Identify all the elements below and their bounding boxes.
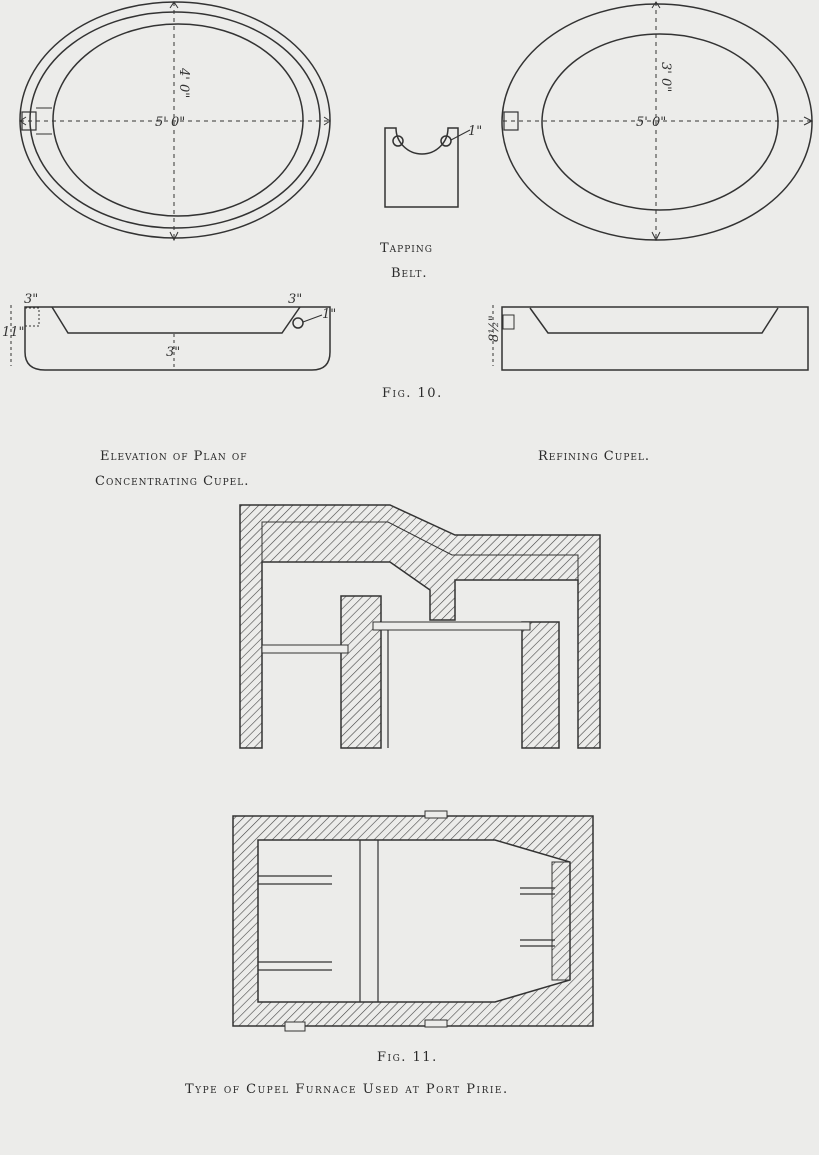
belt-label: Belt. bbox=[391, 266, 428, 281]
furnace-elevation bbox=[239, 504, 601, 749]
refining-cupel-elevation bbox=[492, 305, 809, 371]
dim-left-width: 4' 0" bbox=[176, 67, 191, 98]
tapping-belt bbox=[384, 127, 471, 208]
concentrating-cupel-label-line1: Elevation of Plan of bbox=[100, 449, 248, 464]
dim-elev-top-left: 3" bbox=[24, 292, 38, 307]
dim-elev-top-right: 3" bbox=[288, 292, 302, 307]
tapping-label: Tapping bbox=[380, 241, 433, 256]
dim-left-length: 5' 0" bbox=[155, 115, 185, 130]
furnace-plan bbox=[232, 810, 594, 1032]
dim-right-elev-height: 8½" bbox=[487, 315, 502, 342]
refining-cupel-plan bbox=[501, 1, 814, 242]
dim-belt-hole: 1" bbox=[468, 124, 482, 139]
concentrating-cupel-elevation bbox=[10, 305, 331, 371]
refining-cupel-label: Refining Cupel. bbox=[538, 449, 651, 464]
fig11-title: Type of Cupel Furnace Used at Port Pirie… bbox=[185, 1082, 509, 1097]
dim-elev-bottom: 3" bbox=[166, 345, 180, 360]
concentrating-cupel-plan bbox=[19, 1, 331, 242]
dim-elev-height: 11" bbox=[2, 325, 25, 340]
dim-right-width: 3' 0" bbox=[658, 62, 673, 92]
fig11-caption: Fig. 11. bbox=[377, 1050, 438, 1065]
fig10-caption: Fig. 10. bbox=[382, 386, 443, 401]
dim-right-length: 5' 0" bbox=[636, 115, 666, 130]
concentrating-cupel-label-line2: Concentrating Cupel. bbox=[95, 474, 250, 489]
dim-elev-hole: 1" bbox=[322, 307, 336, 322]
